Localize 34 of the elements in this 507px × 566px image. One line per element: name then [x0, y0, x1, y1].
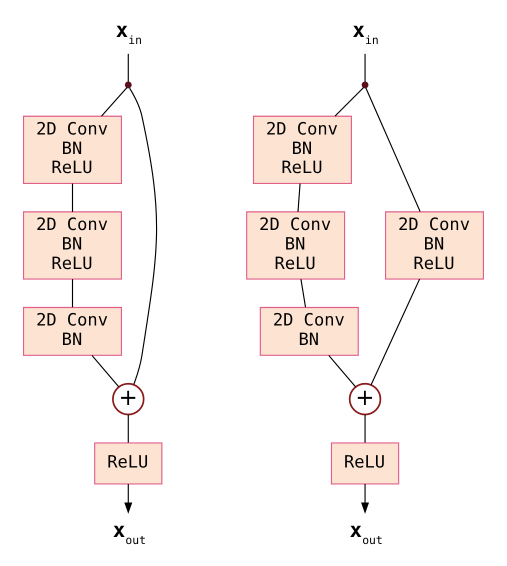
node-circle: + — [112, 382, 144, 416]
node-box: 2D Conv BN ReLU — [252, 116, 352, 184]
node-box: 2D Conv BN ReLU — [22, 211, 122, 280]
node-circle — [124, 82, 132, 88]
connector — [365, 88, 421, 212]
connector — [364, 54, 366, 82]
connector — [128, 54, 129, 82]
connector — [72, 184, 74, 212]
connector — [129, 88, 158, 385]
arrow — [361, 484, 370, 514]
connector — [92, 355, 120, 388]
node-text: x$_{in}$ — [116, 18, 142, 47]
node-text: x$_{in}$ — [352, 18, 379, 47]
node-circle — [362, 82, 368, 88]
connector — [101, 87, 128, 116]
node-text: x$_{out}$ — [112, 518, 146, 547]
node-box: 2D Conv BN — [260, 306, 359, 356]
connector — [128, 414, 129, 443]
connector — [328, 355, 356, 388]
connector — [334, 87, 364, 117]
node-box: 2D Conv BN ReLU — [246, 211, 346, 280]
connector — [370, 278, 420, 386]
node-box: ReLU — [94, 442, 162, 484]
arrow — [124, 484, 132, 514]
connector — [297, 184, 301, 212]
connector — [364, 414, 366, 443]
node-box: 2D Conv BN ReLU — [384, 211, 484, 280]
node-circle: + — [348, 382, 382, 416]
node-text: x$_{out}$ — [350, 518, 383, 547]
connector — [72, 279, 74, 308]
node-box: 2D Conv BN — [22, 306, 122, 356]
node-box: ReLU — [330, 442, 400, 484]
node-box: 2D Conv BN ReLU — [22, 116, 122, 184]
connector — [300, 279, 306, 308]
